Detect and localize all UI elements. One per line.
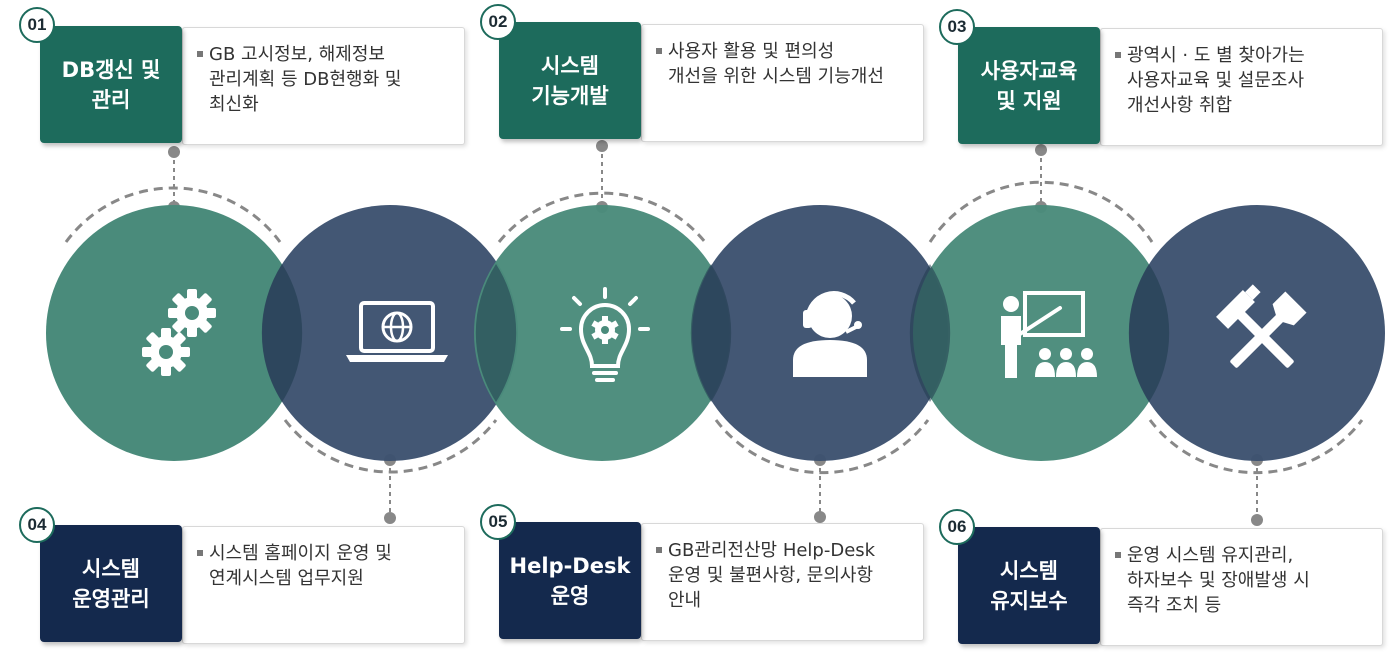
card-user-education: 광역시 · 도 별 찾아가는 사용자교육 및 설문조사 개선사항 취합 xyxy=(1100,28,1383,146)
dashed-arc xyxy=(283,419,498,474)
title-helpdesk: Help-Desk 운영 xyxy=(499,522,641,639)
step-number-04: 04 xyxy=(19,507,55,543)
hammer-wrench-icon xyxy=(1216,284,1307,368)
step-number-01: 01 xyxy=(19,7,55,43)
title-system-operation: 시스템 운영관리 xyxy=(40,525,182,642)
title-text: Help-Desk 운영 xyxy=(509,553,631,608)
title-text: 시스템 기능개발 xyxy=(531,53,609,108)
title-db-update: DB갱신 및 관리 xyxy=(40,26,182,143)
card-text: 운영 시스템 유지관리, 하자보수 및 장애발생 시 즉각 조치 등 xyxy=(1115,543,1372,618)
title-text: DB갱신 및 관리 xyxy=(61,57,161,112)
card-system-operation: 시스템 홈페이지 운영 및 연계시스템 업무지원 xyxy=(182,526,465,644)
card-text: 사용자 활용 및 편의성 개선을 위한 시스템 기능개선 xyxy=(656,39,913,89)
title-maintenance: 시스템 유지보수 xyxy=(958,527,1100,644)
card-maintenance: 운영 시스템 유지관리, 하자보수 및 장애발생 시 즉각 조치 등 xyxy=(1100,528,1383,646)
card-text: 시스템 홈페이지 운영 및 연계시스템 업무지원 xyxy=(197,541,454,591)
step-number-02: 02 xyxy=(480,4,516,40)
dashed-arc xyxy=(714,419,930,475)
dashed-arc xyxy=(1148,419,1364,475)
card-system-dev: 사용자 활용 및 편의성 개선을 위한 시스템 기능개선 xyxy=(641,24,924,142)
card-db-update: GB 고시정보, 해제정보 관리계획 등 DB현행화 및 최신화 xyxy=(182,27,465,145)
circle-db xyxy=(46,205,302,461)
title-user-education: 사용자교육 및 지원 xyxy=(958,27,1100,144)
title-text: 사용자교육 및 지원 xyxy=(980,58,1078,113)
card-helpdesk: GB관리전산망 Help-Desk 운영 및 불편사항, 문의사항 안내 xyxy=(641,523,924,641)
card-text: 광역시 · 도 별 찾아가는 사용자교육 및 설문조사 개선사항 취합 xyxy=(1115,43,1372,118)
card-text: GB 고시정보, 해제정보 관리계획 등 DB현행화 및 최신화 xyxy=(197,42,454,117)
dashed-arc xyxy=(928,180,1154,243)
teacher-board-icon xyxy=(1001,291,1097,378)
headset-person-icon xyxy=(793,291,867,377)
gears-icon xyxy=(142,289,216,376)
laptop-globe-icon xyxy=(346,301,448,362)
step-number-03: 03 xyxy=(939,9,975,45)
title-text: 시스템 운영관리 xyxy=(72,556,150,611)
step-number-06: 06 xyxy=(939,509,975,545)
title-system-dev: 시스템 기능개발 xyxy=(499,22,641,139)
lightbulb-gear-icon xyxy=(560,287,650,382)
circle-operation xyxy=(262,205,518,461)
dashed-arc xyxy=(497,191,707,243)
card-text: GB관리전산망 Help-Desk 운영 및 불편사항, 문의사항 안내 xyxy=(656,538,913,613)
step-number-05: 05 xyxy=(480,504,516,540)
overlap-lenses xyxy=(261,264,1170,402)
title-text: 시스템 유지보수 xyxy=(990,558,1068,613)
connectors xyxy=(173,146,1258,520)
